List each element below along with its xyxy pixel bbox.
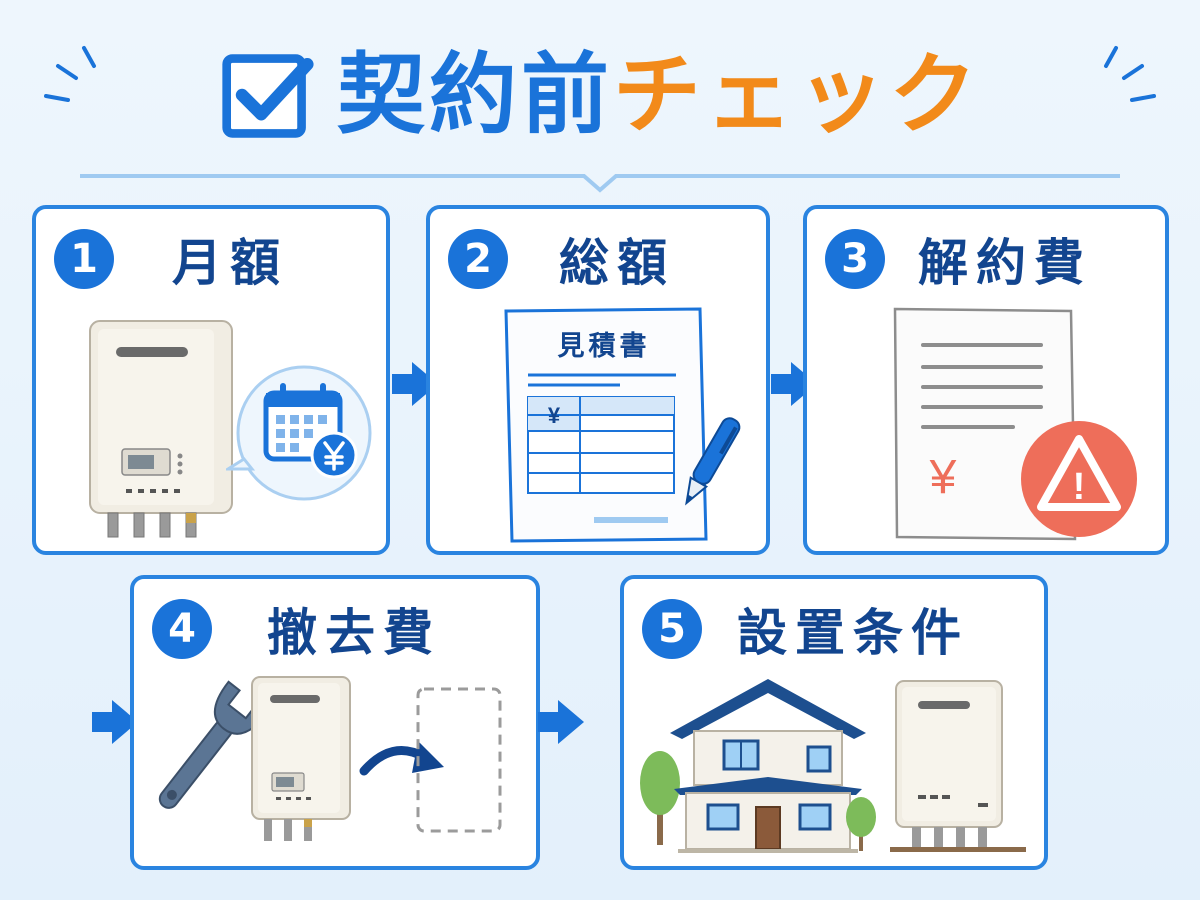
- page-title: 契約前 チェック: [0, 20, 1200, 170]
- step-number-2: 2: [448, 229, 508, 289]
- warning-icon: !: [1021, 421, 1137, 537]
- empty-space-outline: [416, 687, 502, 833]
- water-heater-icon: [890, 680, 1026, 852]
- checkbox-icon: [222, 54, 314, 138]
- flow-arrow-2-3: [771, 362, 817, 406]
- title-underline: [80, 174, 1120, 193]
- step-number-5: 5: [642, 599, 702, 659]
- title-orange-part: チェック: [613, 43, 982, 146]
- estimate-yen: ¥: [548, 403, 561, 428]
- removal-arrow-icon: [359, 741, 444, 776]
- estimate-document-icon: 見積書 ¥: [504, 307, 708, 543]
- sparkle-lines-left-icon: [44, 46, 96, 102]
- pen-icon: [685, 417, 741, 506]
- step-card-4: 4 撤去費: [130, 575, 540, 870]
- step-number-4: 4: [152, 599, 212, 659]
- step-number-1: 1: [54, 229, 114, 289]
- step-label-1: 月額: [172, 234, 288, 292]
- flow-arrow-1-2: [392, 362, 438, 406]
- tree-icon: [640, 751, 680, 845]
- title-blue-part: 契約前: [336, 43, 613, 146]
- flow-arrow-3-4: [92, 700, 138, 744]
- calendar-yen-icon: [226, 365, 372, 501]
- step-label-2: 総額: [559, 234, 675, 292]
- estimate-title: 見積書: [558, 331, 651, 361]
- small-tree-icon: [846, 797, 876, 851]
- step-label-5: 設置条件: [737, 604, 969, 662]
- step-card-3: 3 解約費 ¥ !: [803, 205, 1169, 555]
- step-label-4: 撤去費: [267, 604, 441, 662]
- water-heater-icon: [89, 320, 233, 538]
- step-card-5: 5 設置条件: [620, 575, 1048, 870]
- step-label-3: 解約費: [918, 234, 1092, 292]
- flow-arrow-4-5: [538, 700, 584, 744]
- warning-mark: !: [1073, 466, 1086, 508]
- step-card-2: 2 総額 見積書 ¥: [426, 205, 770, 555]
- step-number-3: 3: [825, 229, 885, 289]
- step-card-1: 1 月額: [32, 205, 390, 555]
- house-icon: [670, 679, 866, 853]
- water-heater-icon: [251, 676, 351, 841]
- cancellation-yen: ¥: [929, 451, 957, 504]
- sparkle-lines-right-icon: [1104, 46, 1156, 102]
